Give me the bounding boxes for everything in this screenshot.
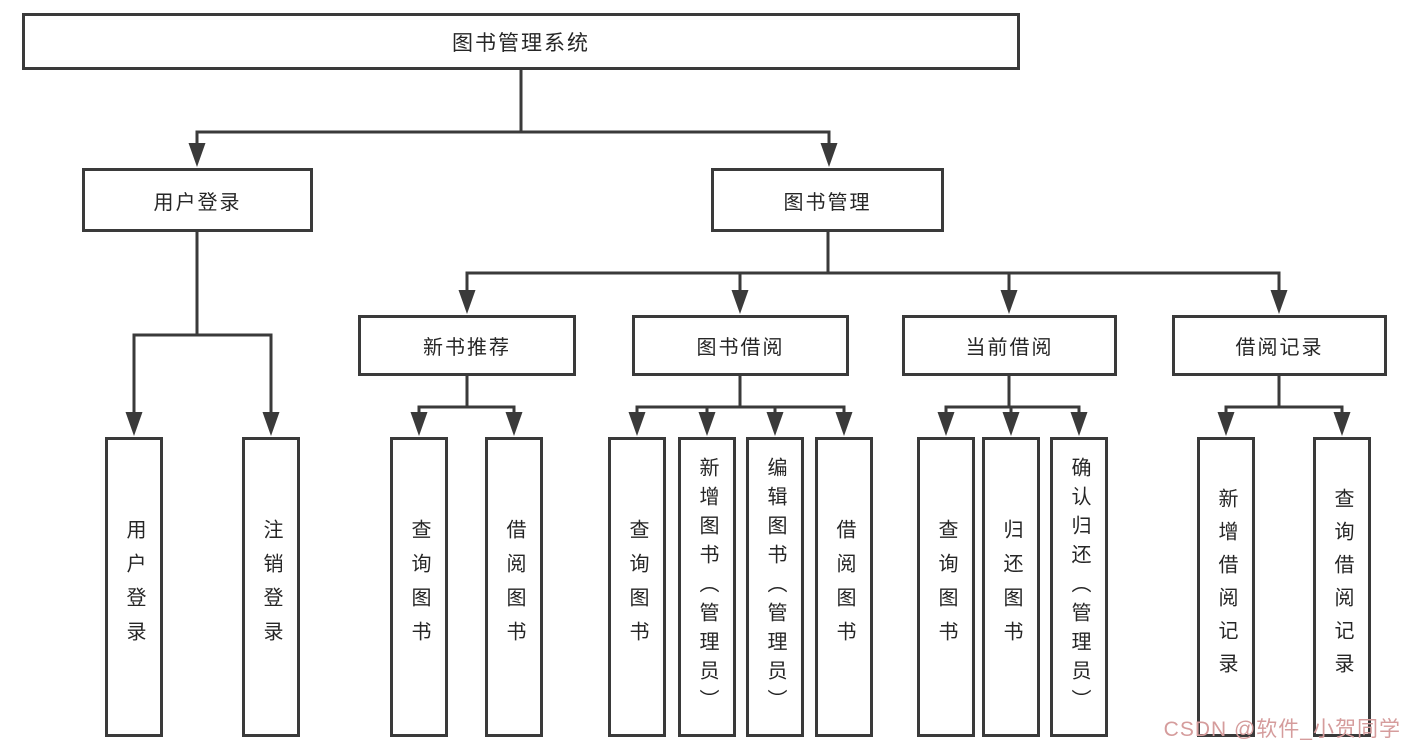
node-label: 图书管理	[783, 191, 872, 214]
arrow-down-icon	[125, 412, 143, 436]
node-label: 编辑图书（管理员）	[764, 456, 786, 718]
node-label: 用户登录	[123, 519, 145, 655]
connector-user-login-to-leaves	[132, 232, 273, 414]
arrow-down-icon	[628, 412, 646, 436]
arrow-down-icon	[937, 412, 955, 436]
leaf-confirm-return-admin: 确认归还（管理员）	[1050, 437, 1108, 737]
node-label: 新增借阅记录	[1215, 488, 1237, 686]
arrow-down-icon	[698, 412, 716, 436]
arrow-down-icon	[731, 290, 749, 314]
node-label: 查询图书	[626, 519, 648, 655]
connector-current-borrow-to-leaves	[944, 376, 1081, 414]
leaf-query-books-recommend: 查询图书	[390, 437, 448, 737]
node-label: 查询图书	[408, 519, 430, 655]
arrow-down-icon	[1002, 412, 1020, 436]
connector-new-book-to-leaves	[417, 376, 516, 414]
node-borrowing-records: 借阅记录	[1172, 315, 1387, 376]
connector-book-borrow-to-leaves	[635, 376, 846, 414]
leaf-query-borrow-record: 查询借阅记录	[1313, 437, 1371, 737]
node-label: 归还图书	[1000, 519, 1022, 655]
node-label: 图书管理系统	[452, 31, 590, 55]
leaf-return-books: 归还图书	[982, 437, 1040, 737]
node-book-management: 图书管理	[711, 168, 944, 232]
node-book-borrowing: 图书借阅	[632, 315, 849, 376]
arrow-down-icon	[1270, 290, 1288, 314]
arrow-down-icon	[410, 412, 428, 436]
leaf-edit-book-admin: 编辑图书（管理员）	[746, 437, 804, 737]
leaf-query-books-borrowing: 查询图书	[608, 437, 666, 737]
leaf-add-borrow-record: 新增借阅记录	[1197, 437, 1255, 737]
node-label: 确认归还（管理员）	[1068, 456, 1090, 718]
leaf-logout-login: 注销登录	[242, 437, 300, 737]
leaf-borrow-books-recommend: 借阅图书	[485, 437, 543, 737]
arrow-down-icon	[188, 143, 206, 167]
leaf-add-book-admin: 新增图书（管理员）	[678, 437, 736, 737]
node-label: 查询图书	[935, 519, 957, 655]
leaf-borrow-books-borrowing: 借阅图书	[815, 437, 873, 737]
node-current-borrowing: 当前借阅	[902, 315, 1117, 376]
arrow-down-icon	[766, 412, 784, 436]
node-label: 新增图书（管理员）	[696, 456, 718, 718]
node-label: 注销登录	[260, 519, 282, 655]
node-label: 借阅图书	[503, 519, 525, 655]
leaf-user-login: 用户登录	[105, 437, 163, 737]
arrow-down-icon	[505, 412, 523, 436]
node-label: 当前借阅	[965, 337, 1054, 359]
leaf-query-books-current: 查询图书	[917, 437, 975, 737]
arrow-down-icon	[1333, 412, 1351, 436]
arrowheads	[125, 143, 1351, 436]
arrow-down-icon	[835, 412, 853, 436]
connector-book-mgmt-to-level3	[465, 232, 1281, 292]
arrow-down-icon	[1000, 290, 1018, 314]
node-label: 查询借阅记录	[1331, 488, 1353, 686]
arrow-down-icon	[1070, 412, 1088, 436]
node-library-management-system: 图书管理系统	[22, 13, 1020, 70]
node-label: 借阅记录	[1235, 337, 1324, 359]
connector-root-to-level2	[195, 70, 831, 146]
node-label: 图书借阅	[696, 337, 785, 359]
watermark: CSDN @软件_小贺同学	[1163, 718, 1401, 741]
arrow-down-icon	[458, 290, 476, 314]
arrow-down-icon	[1217, 412, 1235, 436]
node-label: 新书推荐	[423, 337, 511, 359]
arrow-down-icon	[820, 143, 838, 167]
node-new-book-recommendation: 新书推荐	[358, 315, 576, 376]
node-label: 借阅图书	[833, 519, 855, 655]
connector-records-to-leaves	[1224, 376, 1344, 414]
arrow-down-icon	[262, 412, 280, 436]
node-user-login: 用户登录	[82, 168, 313, 232]
node-label: 用户登录	[153, 191, 242, 214]
